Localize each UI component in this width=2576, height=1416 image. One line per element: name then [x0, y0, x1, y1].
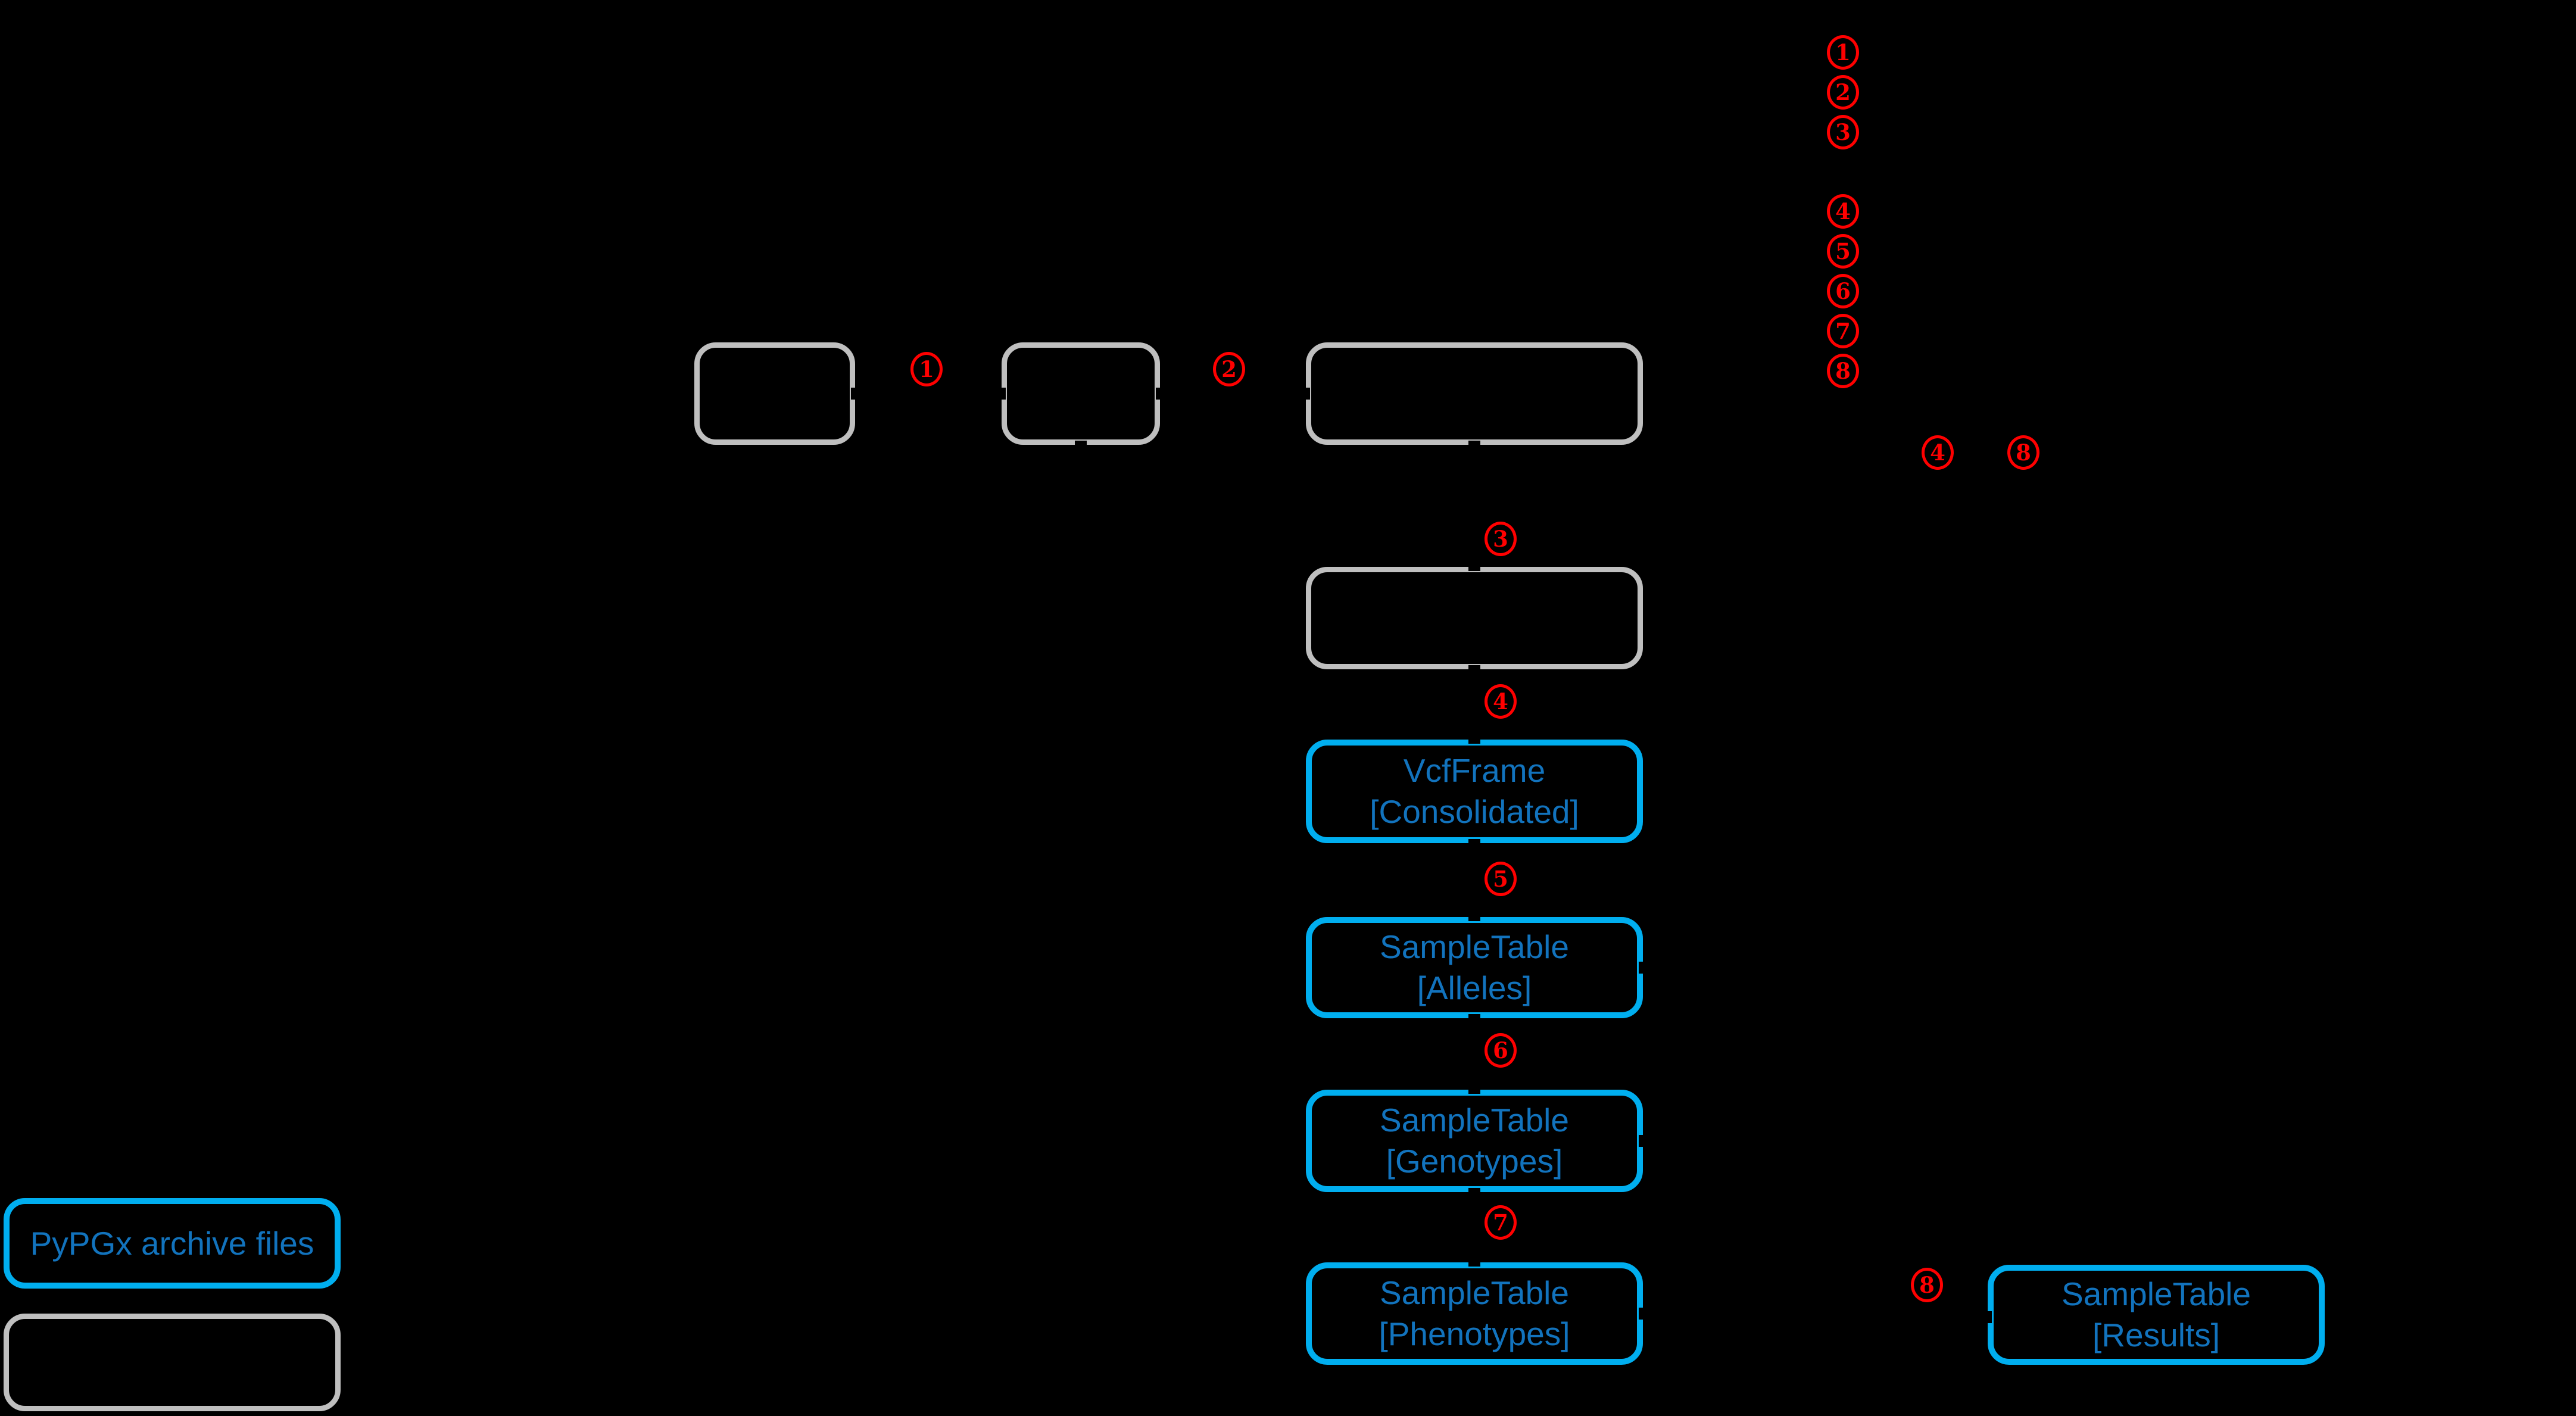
unlabeled-node-a [694, 342, 855, 445]
node-sampletable-phenotypes: SampleTable [Phenotypes] [1306, 1262, 1643, 1365]
step-number: 2 [1221, 355, 1237, 382]
step-number: 4 [1835, 198, 1851, 224]
node-label-line2: [Consolidated] [1370, 793, 1579, 830]
step-number: 3 [1835, 118, 1851, 145]
node-label-line2: [Phenotypes] [1379, 1315, 1570, 1352]
step-number: 6 [1493, 1037, 1508, 1063]
connector-notch [1075, 441, 1087, 449]
legend-step-circle-3: 3 [1827, 115, 1859, 149]
legend-step-circle-6: 6 [1827, 274, 1859, 308]
legend-unlabeled-gray-box [4, 1314, 341, 1411]
legend-step-circle-7: 7 [1827, 314, 1859, 348]
flow-step-circle-3: 3 [1485, 522, 1517, 556]
flow-step-circle-7: 7 [1485, 1205, 1517, 1240]
connector-notch [1639, 1308, 1647, 1320]
node-label-line1: SampleTable [2062, 1275, 2251, 1312]
connector-notch [1639, 1135, 1647, 1147]
connector-notch [851, 388, 859, 400]
node-sampletable-results: SampleTable [Results] [1988, 1265, 2325, 1365]
connector-notch [1639, 962, 1647, 974]
unlabeled-node-c [1306, 342, 1643, 445]
connector-notch [1468, 1086, 1480, 1094]
connector-notch [1984, 1311, 1992, 1323]
connector-notch [1468, 1258, 1480, 1267]
step-number: 5 [1835, 238, 1851, 264]
flow-step-circle-4: 4 [1485, 684, 1517, 719]
step-number: 7 [1493, 1209, 1508, 1236]
node-vcfframe-consolidated: VcfFrame [Consolidated] [1306, 740, 1643, 843]
flow-step-circle-8: 8 [1911, 1268, 1943, 1302]
legend-pypgx-archive-files: PyPGx archive files [4, 1198, 341, 1289]
connector-notch [1468, 839, 1480, 847]
connector-notch [1468, 665, 1480, 673]
step-number: 1 [1835, 39, 1851, 66]
node-label-line1: VcfFrame [1403, 752, 1546, 789]
step-number: 6 [1835, 277, 1851, 304]
node-label-line2: [Results] [2092, 1317, 2220, 1353]
connector-notch [1468, 563, 1480, 571]
step-number: 8 [1919, 1271, 1935, 1298]
unlabeled-node-b [1002, 342, 1160, 445]
flow-step-circle-6: 6 [1485, 1033, 1517, 1068]
legend-step-circle-8: 8 [1827, 354, 1859, 388]
connector-notch [1302, 388, 1310, 400]
step-number: 2 [1835, 79, 1851, 105]
note-step-circle-4: 4 [1922, 435, 1954, 470]
connector-notch [997, 388, 1006, 400]
node-label-line1: SampleTable [1380, 1274, 1569, 1311]
step-number: 3 [1493, 525, 1508, 552]
flow-step-circle-5: 5 [1485, 862, 1517, 896]
node-sampletable-alleles: SampleTable [Alleles] [1306, 917, 1643, 1018]
node-label-line2: [Genotypes] [1386, 1143, 1563, 1180]
connector-notch [1156, 388, 1164, 400]
node-label-line1: SampleTable [1380, 1102, 1569, 1139]
node-label-line2: [Alleles] [1417, 969, 1532, 1006]
step-number: 4 [1493, 688, 1508, 715]
node-sampletable-genotypes: SampleTable [Genotypes] [1306, 1090, 1643, 1192]
step-number: 1 [919, 355, 934, 382]
flow-step-circle-2: 2 [1213, 352, 1245, 386]
step-number: 7 [1835, 317, 1851, 344]
step-number: 5 [1493, 865, 1508, 892]
connector-notch [1468, 1014, 1480, 1022]
step-number: 8 [1835, 357, 1851, 384]
connector-notch [1468, 735, 1480, 744]
legend-step-circle-2: 2 [1827, 75, 1859, 110]
unlabeled-node-d [1306, 567, 1643, 669]
step-number: 4 [1930, 439, 1945, 466]
legend-step-circle-5: 5 [1827, 234, 1859, 269]
legend-step-circle-1: 1 [1827, 35, 1859, 70]
note-step-circle-8: 8 [2007, 435, 2039, 470]
connector-notch [1468, 1188, 1480, 1196]
legend-step-circle-4: 4 [1827, 194, 1859, 229]
node-label-line1: SampleTable [1380, 928, 1569, 965]
legend-label: PyPGx archive files [30, 1224, 314, 1262]
flow-step-circle-1: 1 [910, 352, 943, 386]
step-number: 8 [2016, 439, 2031, 466]
connector-notch [1468, 913, 1480, 921]
connector-notch [1468, 441, 1480, 449]
